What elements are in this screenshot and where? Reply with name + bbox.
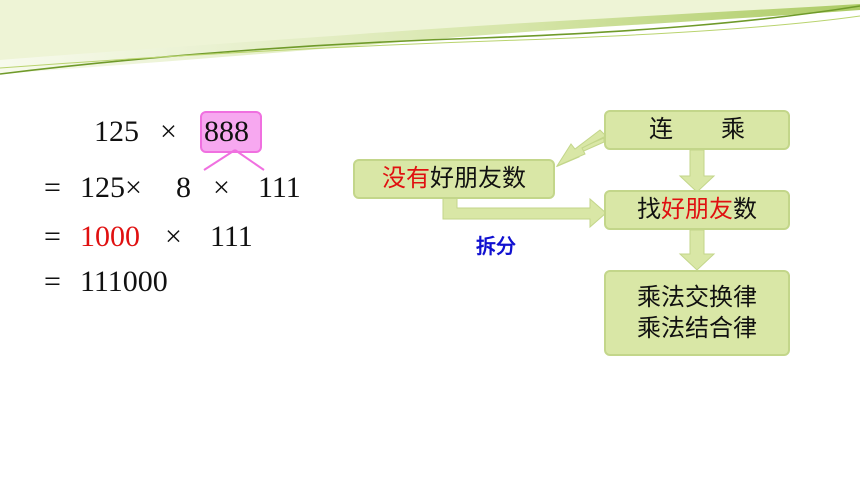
arrow-mid-to-bottom	[678, 229, 716, 271]
mid-box-suffix: 数	[733, 195, 757, 224]
bottom-box-line1: 乘法交换律	[637, 282, 757, 311]
line4-eq: =	[44, 265, 61, 298]
flow-box-bottom: 乘法交换律 乘法结合律	[604, 270, 790, 356]
flow-box-mid: 找好朋友数	[604, 190, 790, 230]
line1-a: 125	[94, 115, 139, 148]
line3-a: 1000	[80, 220, 140, 253]
arrow-top-to-mid	[678, 149, 716, 193]
line1-b: 888	[204, 115, 249, 148]
mid-box-prefix: 找	[637, 195, 661, 224]
line3-b: 111	[210, 220, 253, 253]
line3-op: ×	[165, 220, 182, 253]
header-decoration	[0, 0, 860, 75]
line2-c: 111	[258, 171, 301, 204]
line2-b: 8	[176, 171, 191, 204]
line2-a: 125×	[80, 171, 142, 204]
arrow-top-to-left	[555, 129, 607, 168]
arrow-left-to-mid	[442, 197, 607, 229]
flow-box-top: 连 乘	[604, 110, 790, 150]
split-lines	[203, 149, 265, 171]
highlight-888-box	[200, 111, 262, 153]
bottom-box-line2: 乘法结合律	[637, 314, 757, 342]
flow-box-left: 没有好朋友数	[353, 159, 555, 199]
flow-box-top-label: 连 乘	[649, 115, 745, 144]
arrow-to-left-box	[556, 137, 605, 168]
line2-op: ×	[213, 171, 230, 204]
line1-op: ×	[160, 115, 177, 148]
mid-box-red-text: 好朋友	[661, 195, 733, 224]
line3-eq: =	[44, 220, 61, 253]
line2-eq: =	[44, 171, 61, 204]
left-box-red-text: 没有	[382, 164, 430, 193]
split-label: 拆分	[476, 234, 516, 258]
left-box-black-text: 好朋友数	[430, 164, 526, 193]
line4-a: 111000	[80, 265, 168, 298]
